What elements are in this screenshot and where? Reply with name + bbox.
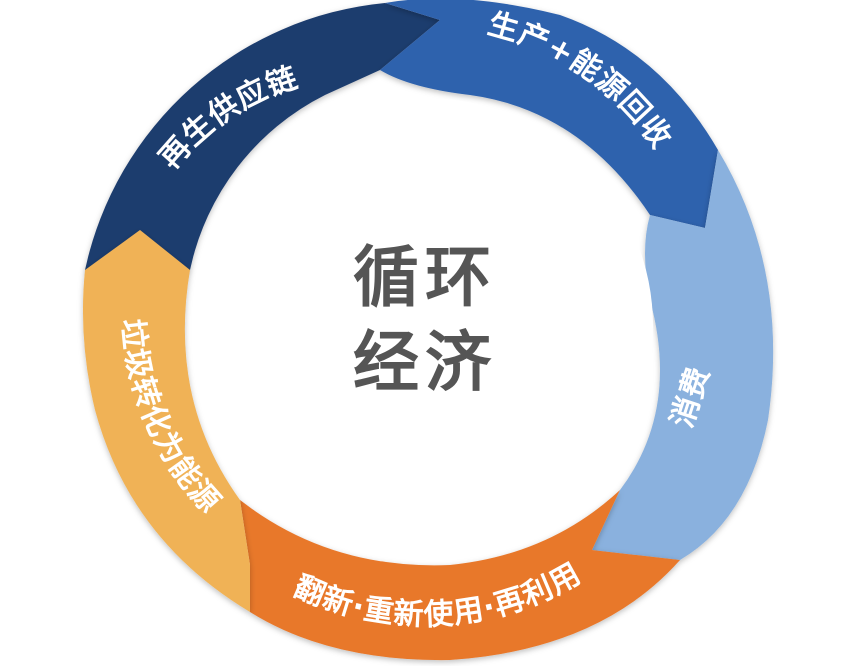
segment-refurbish-reuse <box>240 490 680 661</box>
center-title-line2: 经济 <box>353 324 497 401</box>
segment-production-energy-recovery <box>380 0 718 228</box>
segment-regenerative-supply-chain <box>85 3 440 270</box>
center-title-line1: 循环 <box>353 239 497 316</box>
segment-consumption <box>592 150 774 560</box>
center-circle <box>197 98 653 554</box>
segment-waste-to-energy <box>82 230 250 612</box>
